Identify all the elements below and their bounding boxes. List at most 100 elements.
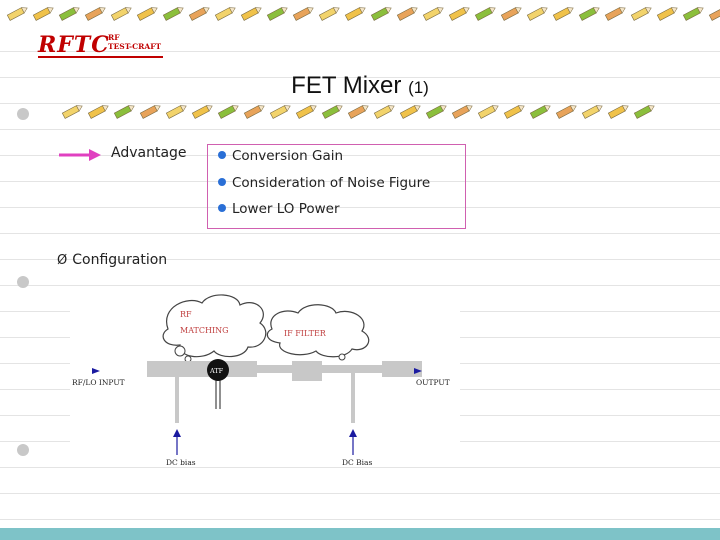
pencil-icon — [321, 105, 343, 119]
bullet-icon — [218, 204, 226, 212]
pencil-icon — [139, 105, 161, 119]
pencil-icon — [347, 105, 369, 119]
pencil-icon — [607, 105, 629, 119]
pencil-icon — [269, 105, 291, 119]
logo-sub-line1: RF — [108, 33, 120, 42]
input-line — [147, 361, 257, 377]
pencil-icon — [370, 7, 392, 21]
right-arrow-icon — [59, 149, 101, 161]
pencil-icon — [84, 7, 106, 21]
pencil-icon — [578, 7, 600, 21]
pencil-icon — [656, 7, 678, 21]
pencil-icon — [110, 7, 132, 21]
pencil-icon — [422, 7, 444, 21]
pencil-icon — [503, 105, 525, 119]
pencil-icon — [61, 105, 83, 119]
up-arrow-icon — [173, 429, 181, 437]
logo-underline — [38, 56, 163, 58]
pencil-icon — [113, 105, 135, 119]
pencil-icon — [217, 105, 239, 119]
pencil-icon — [165, 105, 187, 119]
advantages-box: Conversion Gain Consideration of Noise F… — [207, 144, 466, 229]
advantage-text: Consideration of Noise Figure — [232, 175, 431, 191]
pencil-icon — [477, 105, 499, 119]
circuit-diagram: RF MATCHING IF FILTER ATF RF/LO INPUT OU… — [70, 287, 460, 467]
pencil-icon — [399, 105, 421, 119]
output-arrow-icon — [414, 368, 422, 374]
pencil-icon — [630, 7, 652, 21]
pencil-icon — [188, 7, 210, 21]
bullet-icon — [218, 178, 226, 186]
transistor-icon — [207, 359, 229, 381]
pencil-icon — [526, 7, 548, 21]
bias-line-right — [351, 373, 355, 423]
pencil-icon — [682, 7, 704, 21]
if-stub — [292, 361, 322, 381]
title-main: FET Mixer — [291, 72, 402, 99]
up-arrow-icon — [349, 429, 357, 437]
pencil-icon — [162, 7, 184, 21]
pencil-icon — [266, 7, 288, 21]
title-suffix: (1) — [408, 78, 429, 97]
pencil-icon — [58, 7, 80, 21]
pencil-icon — [633, 105, 655, 119]
logo-sub-text: RF TEST-CRAFT — [108, 33, 161, 51]
input-arrow-icon — [92, 368, 100, 374]
rf-matching-line1: RF — [180, 310, 192, 319]
configuration-label: Configuration — [72, 252, 168, 268]
dc-bias-right-label: DC Bias — [342, 458, 373, 467]
pencil-icon — [451, 105, 473, 119]
pencil-icon — [240, 7, 262, 21]
transistor-label: ATF — [209, 367, 224, 375]
bottom-bar — [0, 528, 720, 540]
pencil-icon — [214, 7, 236, 21]
line-segment — [257, 365, 292, 373]
if-filter-label: IF FILTER — [284, 329, 327, 338]
pencil-icon — [373, 105, 395, 119]
dc-bias-left-label: DC bias — [166, 458, 196, 467]
pencil-icon — [292, 7, 314, 21]
pencil-icon — [87, 105, 109, 119]
binder-hole-icon — [17, 444, 29, 456]
rf-matching-cloud: RF MATCHING — [162, 294, 267, 363]
logo-main-text: RFTC — [38, 32, 110, 58]
input-label: RF/LO INPUT — [72, 378, 125, 387]
binder-hole-icon — [17, 276, 29, 288]
pencil-icon — [425, 105, 447, 119]
pencil-icon — [32, 7, 54, 21]
bias-line-left — [175, 373, 179, 423]
output-line — [382, 361, 422, 377]
pencil-icon — [396, 7, 418, 21]
advantage-item: Consideration of Noise Figure — [218, 175, 430, 191]
rf-matching-line2: MATCHING — [180, 326, 229, 335]
pencil-icon — [552, 7, 574, 21]
pencil-icon — [318, 7, 340, 21]
line-segment — [322, 365, 382, 373]
advantage-label: Advantage — [111, 145, 187, 161]
pencil-divider-icon — [61, 105, 655, 119]
pencil-icon — [474, 7, 496, 21]
bullet-icon — [218, 151, 226, 159]
advantage-item: Lower LO Power — [218, 201, 340, 217]
arrow-bullet-icon: Ø — [57, 253, 68, 268]
advantage-text: Conversion Gain — [232, 148, 344, 164]
logo-sub-line2: TEST-CRAFT — [108, 42, 162, 51]
pencil-icon — [581, 105, 603, 119]
pencil-icon — [529, 105, 551, 119]
pencil-icon — [344, 7, 366, 21]
configuration-heading: Ø Configuration — [57, 252, 167, 268]
page-title: FET Mixer (1) — [220, 72, 500, 100]
output-label: OUTPUT — [416, 378, 450, 387]
pencil-icon — [191, 105, 213, 119]
pencil-icon — [500, 7, 522, 21]
binder-hole-icon — [17, 108, 29, 120]
pencil-border-icon — [6, 7, 720, 21]
pencil-icon — [448, 7, 470, 21]
advantage-text: Lower LO Power — [232, 201, 340, 217]
advantage-item: Conversion Gain — [218, 148, 343, 164]
pencil-icon — [708, 7, 720, 21]
pencil-icon — [6, 7, 28, 21]
pencil-icon — [136, 7, 158, 21]
pencil-icon — [243, 105, 265, 119]
pencil-icon — [295, 105, 317, 119]
